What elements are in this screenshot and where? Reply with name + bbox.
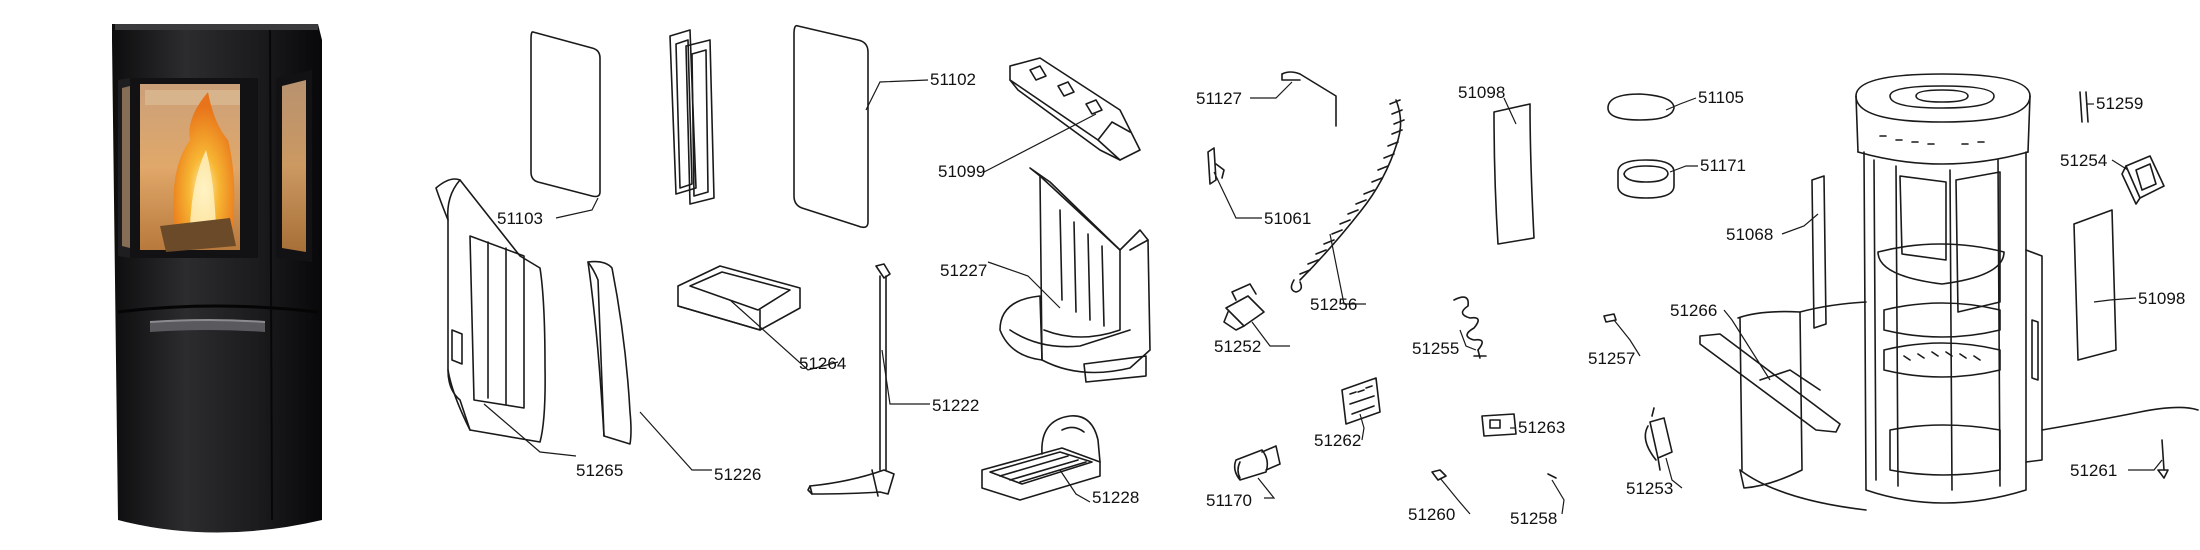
label-51257: 51257 [1588, 349, 1636, 368]
part-51253 [1649, 417, 1673, 459]
label-51256: 51256 [1310, 295, 1358, 314]
label-51252: 51252 [1214, 337, 1262, 356]
label-51061: 51061 [1264, 209, 1312, 228]
label-51227: 51227 [940, 261, 988, 280]
part-51061 [1207, 147, 1217, 185]
part-51171 [1617, 159, 1675, 199]
part-glass-strips [669, 29, 697, 195]
label-51102: 51102 [930, 70, 977, 89]
label-51228: 51228 [1092, 488, 1140, 507]
part-51228 [981, 447, 1101, 501]
label-51263: 51263 [1518, 418, 1566, 437]
label-51260: 51260 [1408, 505, 1456, 524]
label-51170: 51170 [1206, 491, 1253, 510]
part-51256 [1299, 99, 1402, 281]
part-51262 [1341, 377, 1381, 425]
label-51103: 51103 [497, 209, 544, 228]
label-51258: 51258 [1510, 509, 1558, 528]
part-51259 [2079, 91, 2089, 123]
part-51098b [2073, 209, 2117, 361]
label-51222: 51222 [932, 396, 980, 415]
part-51266 [1699, 333, 1841, 433]
part-51260 [1431, 469, 1447, 481]
label-51226: 51226 [714, 465, 762, 484]
label-51105: 51105 [1698, 88, 1745, 107]
label-51261: 51261 [2070, 461, 2118, 480]
part-51258 [1547, 473, 1557, 479]
label-51262: 51262 [1314, 431, 1362, 450]
label-51253: 51253 [1626, 479, 1674, 498]
part-51261 [2161, 439, 2165, 471]
part-51127 [1281, 71, 1337, 127]
part-51264 [677, 265, 801, 331]
part-51252 [1225, 295, 1265, 327]
part-51222 [875, 263, 891, 279]
label-51127: 51127 [1196, 89, 1243, 108]
part-stove-assembly [1737, 73, 2199, 511]
label-51099: 51099 [938, 162, 986, 181]
part-51254 [2125, 155, 2165, 199]
part-51255 [1453, 296, 1483, 351]
label-51266: 51266 [1670, 301, 1718, 320]
label-51098a: 51098 [1458, 83, 1506, 102]
label-51264: 51264 [799, 354, 847, 373]
label-51171: 51171 [1700, 156, 1747, 175]
label-51255: 51255 [1412, 339, 1460, 358]
part-51105 [1607, 93, 1675, 121]
parts-lineart [435, 24, 2199, 511]
label-51068: 51068 [1726, 225, 1774, 244]
part-51068 [1811, 175, 1827, 329]
leader-lines [483, 79, 2163, 515]
stove-photo [112, 24, 322, 533]
label-51265: 51265 [576, 461, 624, 480]
part-51102 [793, 24, 869, 229]
label-51254: 51254 [2060, 151, 2108, 170]
part-51099 [1009, 57, 1141, 161]
part-51103 [530, 31, 601, 198]
part-51227 [1029, 167, 1151, 374]
part-51098a [1493, 103, 1535, 245]
part-51257 [1603, 313, 1617, 323]
label-51098b: 51098 [2138, 289, 2186, 308]
part-51226 [587, 260, 632, 445]
part-51263 [1481, 413, 1517, 437]
label-51259: 51259 [2096, 94, 2144, 113]
part-51170 [1233, 449, 1269, 481]
